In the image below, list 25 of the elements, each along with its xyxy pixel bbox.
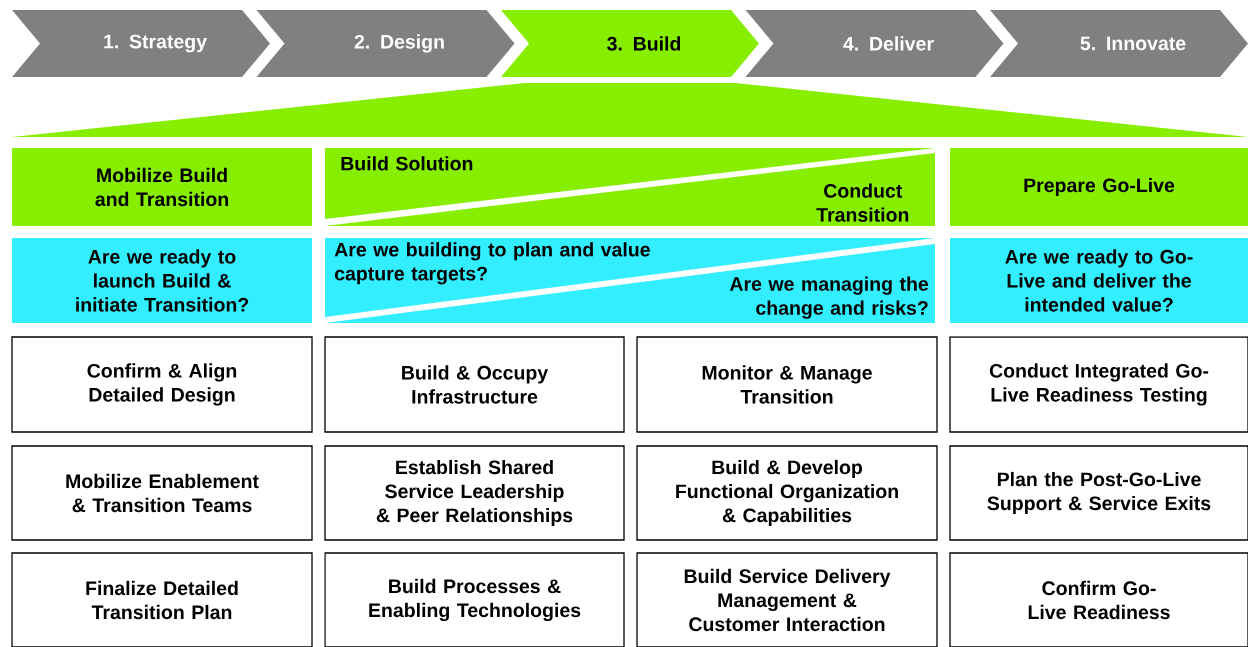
activity-box: Confirm Go-Live Readiness [949,552,1248,647]
activity-box: Plan the Post-Go-Live Support & Service Exits [949,445,1248,541]
activity-box: Build & Develop Functional Organization & Capabilities [636,445,938,541]
activity-box: Finalize Detailed Transition Plan [11,552,313,647]
phase-step: 2. Design [256,10,515,77]
activity-box: Build Processes & Enabling Technologies [324,552,625,647]
activity-box: Build Service Delivery Management & Customer Interaction [636,552,938,647]
phase-step: 1. Strategy [12,10,270,77]
node-label: Conduct Transition [816,183,909,222]
activity-box: Monitor & Manage Transition [636,336,938,433]
activity-box: Establish Shared Service Leadership & Peer Relationships [324,445,625,541]
phase-header: Prepare Go-Live [950,148,1248,226]
node-label: Build Solution [341,156,473,171]
activity-box: Confirm & Align Detailed Design [11,336,313,433]
phase-step: 3. Build [501,10,759,77]
question-box: Are we ready to launch Build & initiate Transition? [12,238,312,323]
phase-step: 5. Innovate [990,10,1248,77]
node-label: Are we building to plan and value capture targets? [334,242,650,285]
phase-header: Mobilize Build and Transition [12,148,312,226]
activity-box: Mobilize Enablement & Transition Teams [11,445,313,541]
activity-box: Build & Occupy Infrastructure [324,336,625,433]
activity-box: Conduct Integrated Go-Live Readiness Testing [949,336,1248,433]
question-box: Are we ready to Go-Live and deliver the intended value? [950,238,1248,323]
node-label: Are we managing the change and risks? [729,276,929,319]
phase-step: 4. Deliver [745,10,1004,77]
